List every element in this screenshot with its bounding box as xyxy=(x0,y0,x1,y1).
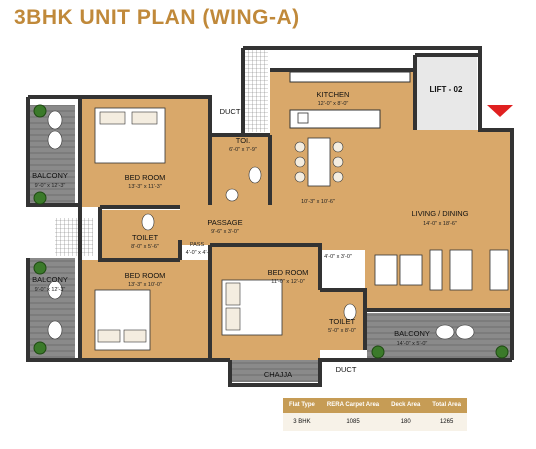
cell-total-area: 1265 xyxy=(426,412,467,431)
header-deck-area: Deck Area xyxy=(385,398,427,413)
passage-dim: 9'-6" x 3'-0" xyxy=(211,229,239,235)
dining-table xyxy=(294,137,344,187)
area-table-header: Flat Type RERA Carpet Area Deck Area Tot… xyxy=(283,398,467,413)
pass-small-name: PASS xyxy=(190,242,205,248)
bed-3 xyxy=(221,279,283,336)
pass-small-dim: 4'-0" x 4'- xyxy=(186,250,209,256)
cell-deck-area: 180 xyxy=(385,412,427,431)
bed-room-3-dim: 11'-0" x 12'-0" xyxy=(271,279,304,285)
toilet-right-dim: 5'-0" x 8'-0" xyxy=(328,328,356,334)
walls xyxy=(26,46,514,387)
lift-name: LIFT - 02 xyxy=(430,85,463,94)
plants xyxy=(33,104,509,359)
utility-grid xyxy=(243,50,268,132)
area-table: Flat Type RERA Carpet Area Deck Area Tot… xyxy=(283,398,467,431)
balcony-left-name: BALCONY xyxy=(32,275,68,284)
bed-room-2-name: BED ROOM xyxy=(125,271,166,280)
kitchen-dim: 12'-0" x 8'-0" xyxy=(318,101,349,107)
living-name: LIVING / DINING xyxy=(411,209,468,218)
bed-room-1-dim: 13'-3" x 11'-3" xyxy=(128,184,161,190)
toilet-left-floor xyxy=(100,210,180,260)
toilet-fixtures xyxy=(141,166,357,321)
living-dim: 14'-0" x 18'-6" xyxy=(423,221,457,227)
toilet-left-dim: 8'-0" x 5'-6" xyxy=(131,244,159,250)
header-total-area: Total Area xyxy=(426,398,467,413)
toilet-top-floor xyxy=(210,135,270,205)
duct-bottom-name: DUCT xyxy=(336,365,357,374)
toilet-right-floor xyxy=(320,290,365,350)
bed-2 xyxy=(94,289,151,351)
passage-floor xyxy=(180,205,370,245)
bed-room-1-name: BED ROOM xyxy=(125,173,166,182)
header-flat-type: Flat Type xyxy=(283,398,321,413)
lift-shaft xyxy=(415,55,477,130)
balcony-top-name: BALCONY xyxy=(32,171,68,180)
balcony-chairs xyxy=(47,110,475,340)
duct-top-name: DUCT xyxy=(220,107,241,116)
left-grid xyxy=(55,218,93,256)
small-dim: 4'-0" x 3'-0" xyxy=(324,254,352,260)
living-sofa-set xyxy=(374,249,509,291)
bed-room-3-name: BED ROOM xyxy=(268,268,309,277)
balcony-left-dim: 9'-0" x 12'-3" xyxy=(35,287,66,293)
cell-rera-carpet-area: 1085 xyxy=(320,412,386,431)
header-rera-carpet-area: RERA Carpet Area xyxy=(320,398,386,413)
kitchen-counter xyxy=(289,71,411,129)
toilet-left-name: TOILET xyxy=(132,233,159,242)
table-row: 3 BHK 1085 180 1265 xyxy=(283,412,467,431)
chajja-floor xyxy=(230,360,320,382)
dining-dim: 10'-3" x 10'-6" xyxy=(301,199,335,205)
plan-title: 3BHK UNIT PLAN (WING-A) xyxy=(14,6,300,29)
kitchen-name: KITCHEN xyxy=(317,90,350,99)
bed-room-2-dim: 13'-3" x 10'-0" xyxy=(128,282,162,288)
toilet-top-name: TOI. xyxy=(236,136,250,145)
entrance-marker-icon xyxy=(487,105,513,117)
balcony-right-name: BALCONY xyxy=(394,329,430,338)
passage-name: PASSAGE xyxy=(207,218,242,227)
balcony-top-dim: 9'-0" x 12'-3" xyxy=(35,183,66,189)
balcony-left-floor xyxy=(30,258,75,358)
toilet-right-name: TOILET xyxy=(329,317,356,326)
chajja-name: CHAJJA xyxy=(264,370,292,379)
toilet-top-dim: 6'-0" x 7'-9" xyxy=(229,147,257,153)
balcony-right-dim: 14'-0" x 5'-0" xyxy=(397,341,428,347)
cell-flat-type: 3 BHK xyxy=(283,412,321,431)
bed-1 xyxy=(94,107,166,164)
